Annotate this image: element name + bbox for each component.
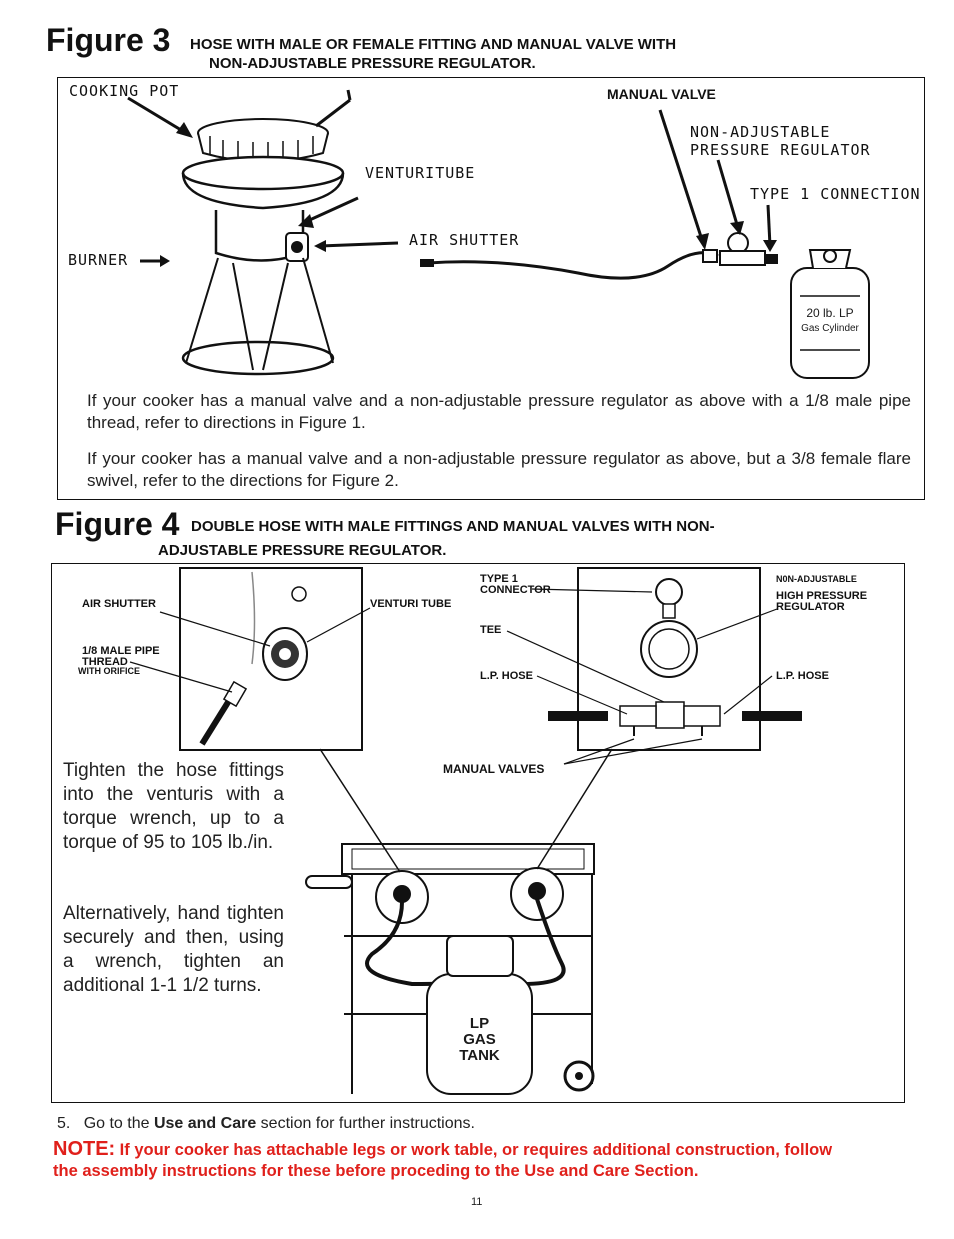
- figure4-side-text-1: Tighten the hose fittings into the ventu…: [63, 760, 284, 853]
- fig4-label-lp-hose-right: L.P. HOSE: [776, 670, 829, 682]
- fig3-label-burner: BURNER: [68, 251, 129, 269]
- fig4-label-male-pipe-line1: 1/8 MALE PIPE: [82, 645, 160, 657]
- fig4-label-air-shutter: AIR SHUTTER: [82, 598, 156, 610]
- figure3-subtitle-line1: HOSE WITH MALE OR FEMALE FITTING AND MAN…: [190, 36, 677, 53]
- fig4-label-male-pipe-line2: THREAD: [82, 656, 128, 668]
- fig3-cylinder-label-line2: Gas Cylinder: [801, 323, 859, 334]
- fig4-tank-label-line3: TANK: [459, 1047, 500, 1064]
- fig3-label-regulator-line1: NON-ADJUSTABLE: [690, 123, 831, 141]
- note-block: NOTE: If your cooker has attachable legs…: [53, 1139, 923, 1182]
- step-text-post: section for further instructions.: [256, 1115, 475, 1132]
- fig4-label-high-pressure-line2: REGULATOR: [776, 601, 845, 613]
- step-number: 5.: [57, 1115, 71, 1132]
- fig4-label-venturi-tube: VENTURI TUBE: [370, 598, 452, 610]
- page-number: 11: [471, 1196, 483, 1208]
- step-text-bold: Use and Care: [153, 1115, 257, 1132]
- fig4-tank-label-line2: GAS: [463, 1031, 496, 1048]
- figure3-title: Figure 3: [46, 22, 171, 58]
- fig4-label-type1-line2: CONNECTOR: [480, 584, 551, 596]
- figure3-subtitle-line2: NON-ADJUSTABLE PRESSURE REGULATOR.: [209, 55, 536, 72]
- fig3-label-type1-connection: TYPE 1 CONNECTION: [750, 185, 921, 203]
- fig4-label-type1-line1: TYPE 1: [480, 573, 518, 585]
- fig3-label-venturi-tube: VENTURITUBE: [365, 164, 476, 182]
- figure4-box: AIR SHUTTER VENTURI TUBE 1/8 MALE PIPE T…: [51, 563, 905, 1103]
- fig3-label-cooking-pot: COOKING POT: [69, 82, 180, 100]
- figure4-subtitle-line1: DOUBLE HOSE WITH MALE FITTINGS AND MANUA…: [191, 518, 715, 535]
- fig3-label-regulator-line2: PRESSURE REGULATOR: [690, 141, 871, 159]
- fig4-label-lp-hose-left: L.P. HOSE: [480, 670, 533, 682]
- fig4-label-non-adjustable: N0N-ADJUSTABLE: [776, 574, 857, 584]
- note-line2: the assembly instructions for these befo…: [53, 1162, 699, 1180]
- figure4-side-text-2: Alternatively, hand tighten securely and…: [63, 903, 284, 996]
- note-line1: If your cooker has attachable legs or wo…: [119, 1141, 833, 1159]
- figure3-paragraph-2: If your cooker has a manual valve and a …: [87, 449, 911, 490]
- figure4-diagram: [129, 567, 802, 1095]
- fig4-label-with-orifice: WITH ORIFICE: [78, 666, 140, 676]
- step-text-pre: Go to the: [83, 1115, 154, 1132]
- figure3-diagram: [127, 89, 870, 379]
- note-label: NOTE:: [53, 1138, 116, 1160]
- step-5: 5. Go to the Use and Care section for fu…: [57, 1115, 475, 1133]
- fig3-label-air-shutter: AIR SHUTTER: [409, 231, 520, 249]
- fig4-label-high-pressure-line1: HIGH PRESSURE: [776, 590, 868, 602]
- fig4-label-manual-valves: MANUAL VALVES: [443, 762, 545, 776]
- figure3-paragraph-1: If your cooker has a manual valve and a …: [87, 391, 911, 432]
- fig3-label-manual-valve: MANUAL VALVE: [607, 86, 716, 102]
- figure4-title: Figure 4: [55, 506, 180, 542]
- fig4-label-tee: TEE: [480, 624, 502, 636]
- figure3-box: COOKING POT VENTURITUBE BURNER AIR SHUTT…: [57, 77, 925, 500]
- fig3-cylinder-label-line1: 20 lb. LP: [806, 306, 854, 320]
- figure4-subtitle-line2: ADJUSTABLE PRESSURE REGULATOR.: [158, 542, 447, 559]
- fig4-tank-label-line1: LP: [469, 1015, 490, 1032]
